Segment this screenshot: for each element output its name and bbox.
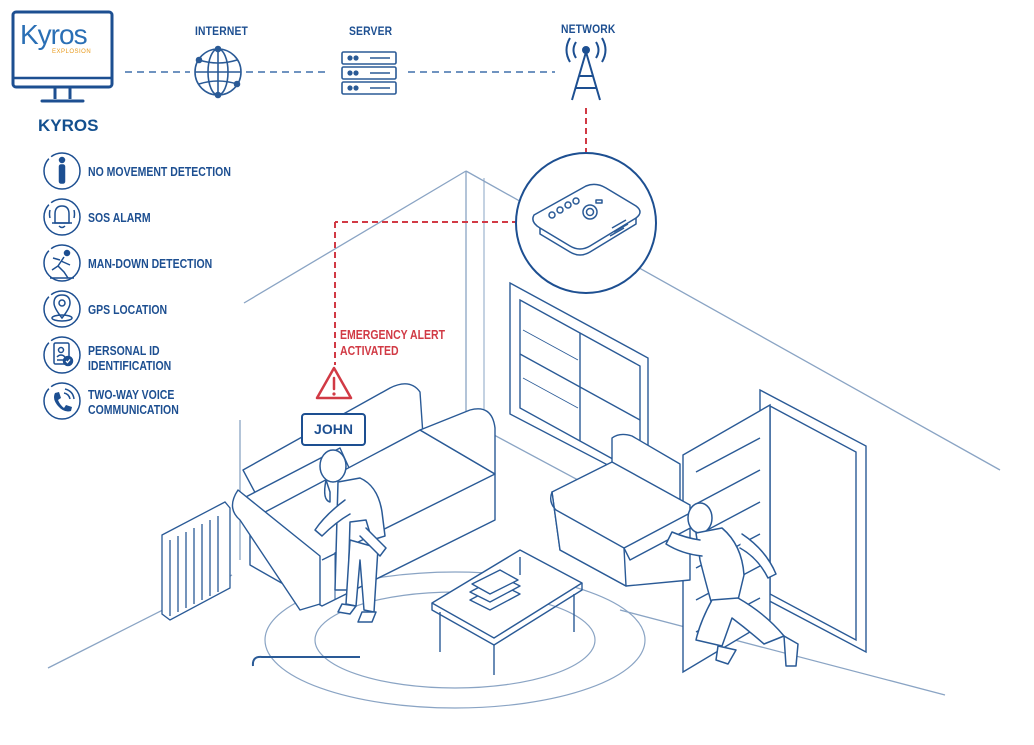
falling-man-figure bbox=[665, 502, 799, 667]
network-label: NETWORK bbox=[561, 22, 616, 36]
feature-label: NO MOVEMENT DETECTION bbox=[88, 165, 231, 179]
monitor-icon bbox=[11, 10, 114, 103]
feature-icons bbox=[43, 152, 81, 420]
tracker-device bbox=[515, 152, 657, 294]
location-pin-icon bbox=[43, 290, 81, 328]
phone-icon bbox=[43, 382, 81, 420]
emergency-alert-text: EMERGENCY ALERT ACTIVATED bbox=[340, 327, 445, 359]
alert-line2: ACTIVATED bbox=[340, 344, 399, 358]
feature-label: TWO-WAY VOICE bbox=[88, 388, 175, 402]
brand-name: KYROS bbox=[38, 116, 99, 135]
server-label: SERVER bbox=[349, 24, 393, 38]
armchair bbox=[549, 433, 697, 587]
coffee-table bbox=[431, 549, 583, 675]
feature-man-down: MAN-DOWN DETECTION bbox=[88, 257, 212, 272]
john-figure bbox=[314, 449, 387, 623]
bell-alarm-icon bbox=[43, 198, 81, 236]
globe-icon bbox=[194, 45, 242, 99]
radiator bbox=[161, 501, 231, 621]
feature-personal-id: PERSONAL ID IDENTIFICATION bbox=[88, 344, 171, 374]
alert-line1: EMERGENCY ALERT bbox=[340, 328, 446, 342]
cell-tower-icon bbox=[565, 37, 607, 101]
feature-no-movement: NO MOVEMENT DETECTION bbox=[88, 165, 231, 180]
person-standing-icon bbox=[43, 152, 81, 190]
feature-label: PERSONAL ID bbox=[88, 344, 160, 358]
id-card-icon bbox=[43, 336, 81, 374]
kyros-logo: Kyros bbox=[20, 19, 88, 50]
feature-gps-location: GPS LOCATION bbox=[88, 303, 167, 318]
feature-label: GPS LOCATION bbox=[88, 303, 168, 317]
walking-cane bbox=[251, 655, 360, 667]
feature-label-line2: IDENTIFICATION bbox=[88, 359, 172, 373]
feature-label: SOS ALARM bbox=[88, 211, 151, 225]
feature-sos-alarm: SOS ALARM bbox=[88, 211, 151, 226]
feature-two-way-voice: TWO-WAY VOICE COMMUNICATION bbox=[88, 388, 179, 418]
warning-icon bbox=[315, 366, 353, 400]
server-icon bbox=[341, 51, 397, 95]
internet-label: INTERNET bbox=[195, 24, 248, 38]
alert-path bbox=[334, 108, 587, 365]
feature-label-line2: COMMUNICATION bbox=[88, 403, 179, 417]
person-falling-icon bbox=[43, 244, 81, 282]
feature-label: MAN-DOWN DETECTION bbox=[88, 257, 213, 271]
kyros-logo-subtext: EXPLOSION bbox=[52, 49, 92, 55]
person-name-tag: JOHN bbox=[301, 413, 366, 446]
